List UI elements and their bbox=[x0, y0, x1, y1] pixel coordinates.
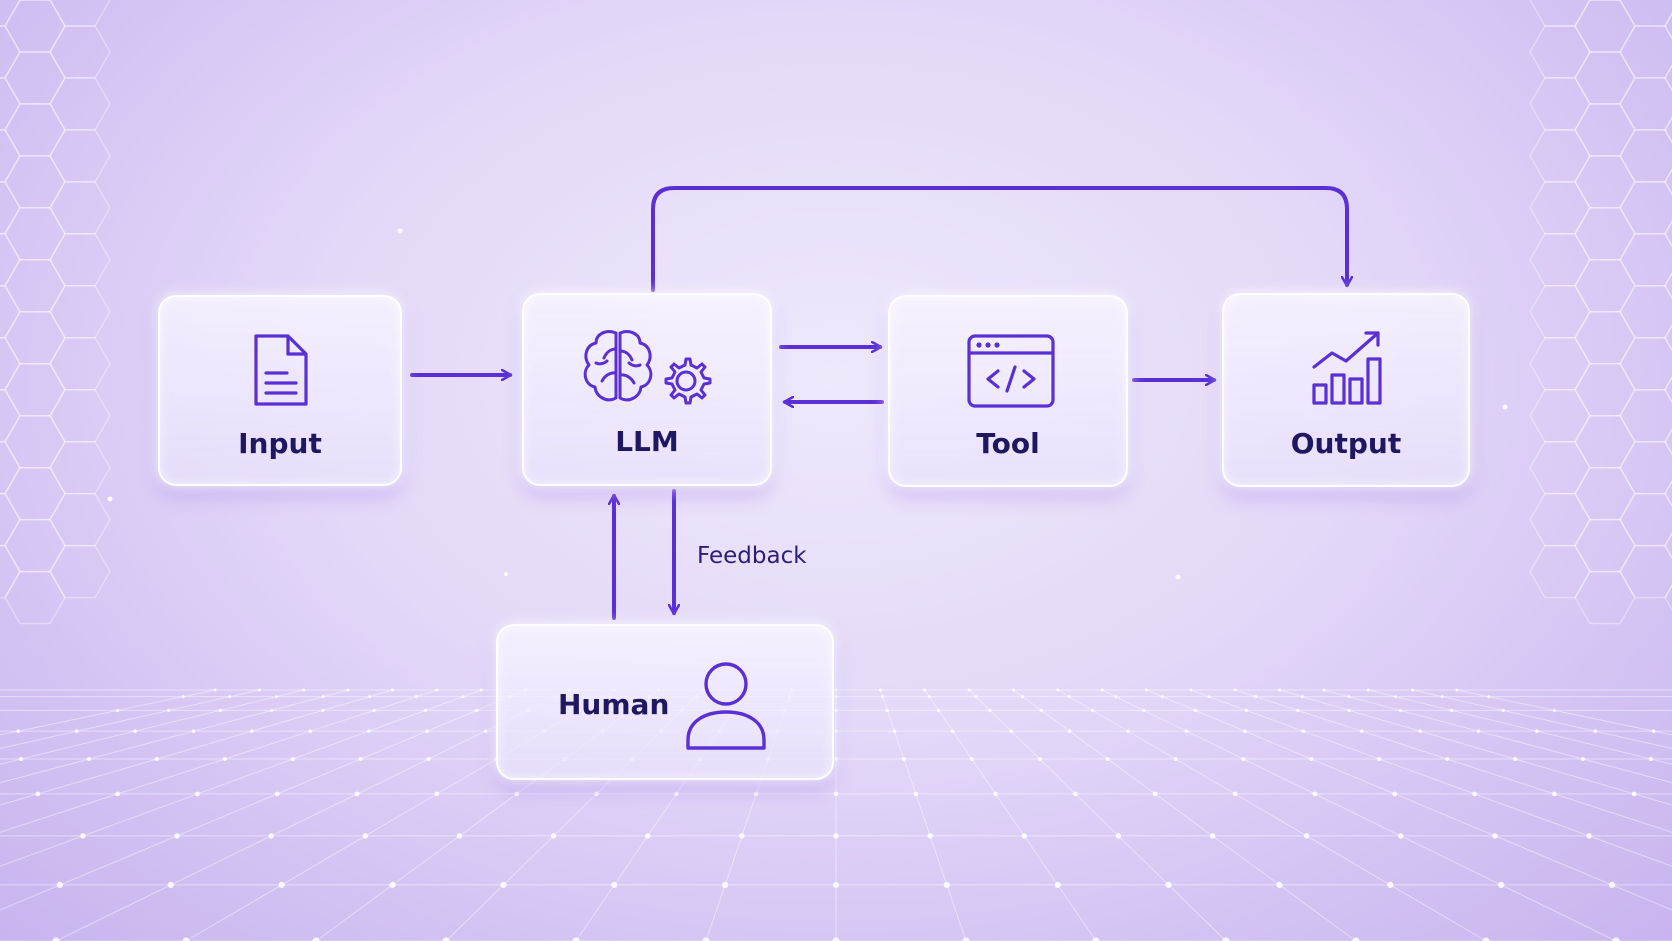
tool-node: Tool bbox=[888, 295, 1128, 487]
output-label: Output bbox=[1290, 427, 1402, 460]
bar-chart-trend-icon bbox=[1310, 327, 1386, 407]
human-node: Human bbox=[496, 624, 834, 780]
llm-node: LLM bbox=[522, 293, 772, 486]
output-node: Output bbox=[1222, 293, 1470, 487]
document-icon bbox=[250, 333, 312, 407]
code-window-icon bbox=[966, 333, 1056, 409]
llm-label: LLM bbox=[615, 425, 679, 458]
human-label: Human bbox=[558, 688, 670, 721]
input-label: Input bbox=[238, 427, 322, 460]
arrow-llm-to-output bbox=[651, 186, 1347, 292]
tool-label: Tool bbox=[976, 427, 1040, 460]
brain-gear-icon bbox=[580, 325, 718, 411]
feedback-edge-label: Feedback bbox=[697, 543, 807, 569]
person-icon bbox=[684, 660, 768, 752]
input-node: Input bbox=[158, 295, 402, 486]
